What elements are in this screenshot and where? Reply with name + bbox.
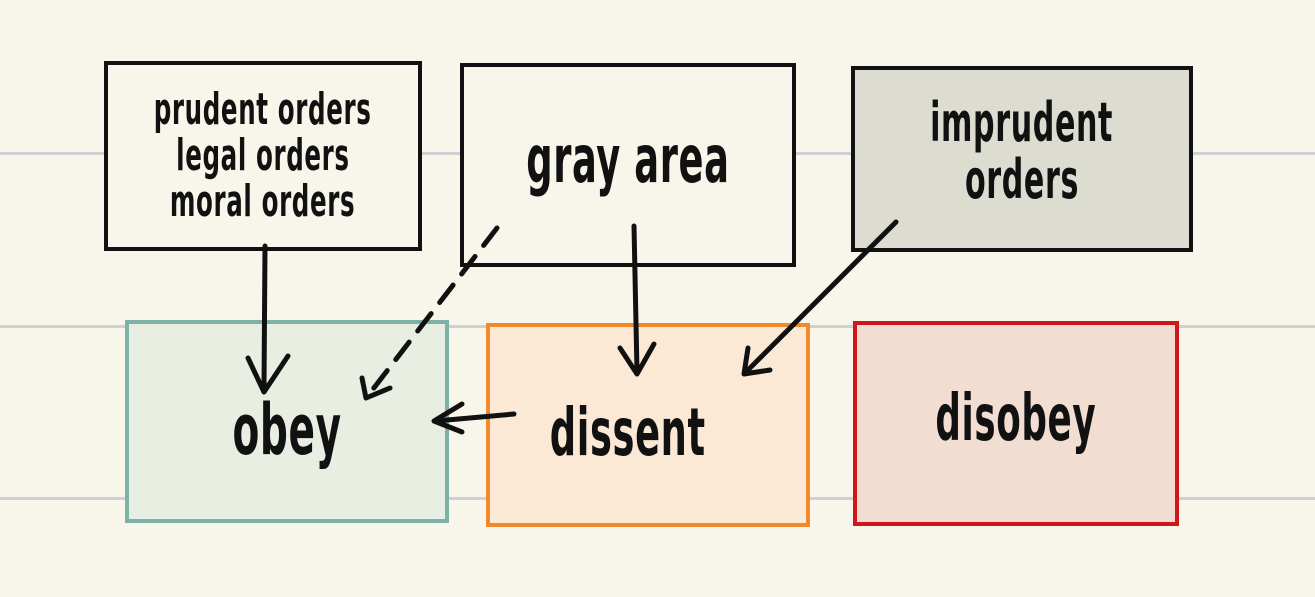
prudent-orders-label: prudent orders: [154, 83, 372, 135]
disobey-label: disobey: [935, 381, 1097, 456]
gray-area-label: gray area: [526, 121, 730, 198]
dissent-box: dissent: [486, 323, 810, 527]
orders-label: orders: [964, 148, 1080, 211]
legal-orders-label: legal orders: [176, 129, 350, 181]
obey-label: obey: [232, 388, 342, 471]
obey-box: obey: [125, 320, 449, 523]
prudent-orders-box: prudent orders legal orders moral orders: [104, 61, 422, 251]
gray-area-box: gray area: [460, 63, 796, 267]
moral-orders-label: moral orders: [170, 176, 356, 228]
dissent-label: dissent: [550, 394, 706, 472]
disobey-box: disobey: [853, 321, 1179, 526]
imprudent-orders-box: imprudent orders: [851, 66, 1193, 252]
imprudent-label: imprudent: [930, 91, 1114, 155]
